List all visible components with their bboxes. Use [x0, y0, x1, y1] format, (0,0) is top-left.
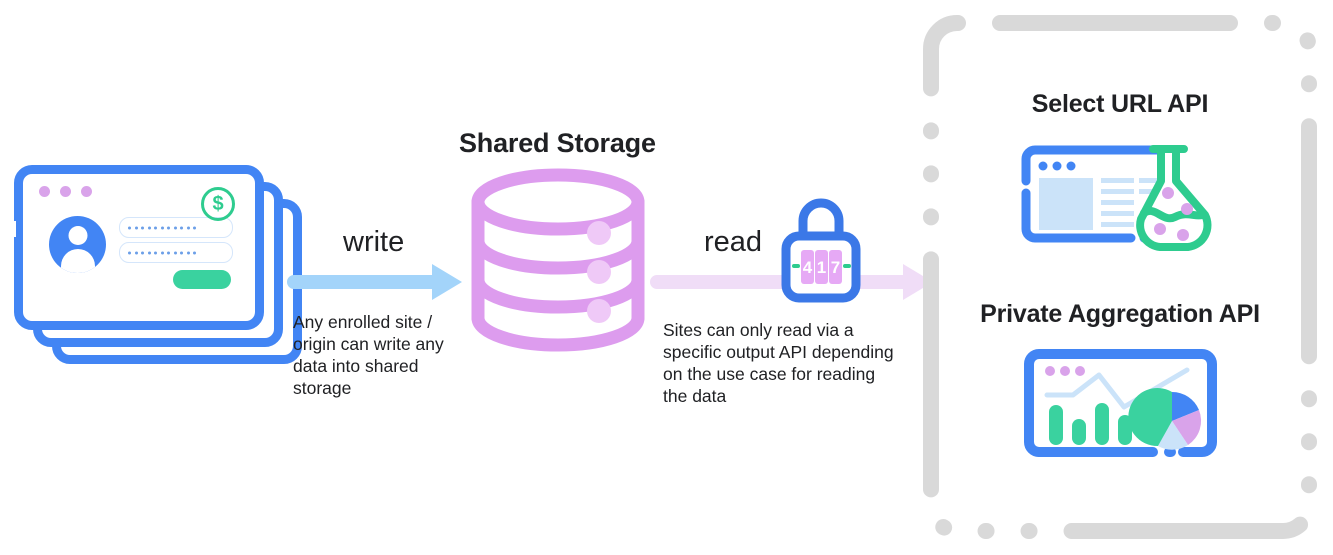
write-arrow — [286, 262, 464, 307]
field-dots — [128, 226, 196, 229]
padlock-icon: 4 1 7 — [776, 196, 866, 308]
svg-text:7: 7 — [831, 258, 840, 277]
traffic-dot-3 — [81, 186, 92, 197]
database-cylinder-icon — [468, 165, 648, 355]
field-dots — [128, 251, 196, 254]
select-url-api-title: Select URL API — [1031, 90, 1209, 118]
write-flow-caption: Any enrolled site / origin can write any… — [293, 312, 444, 398]
traffic-dot-2 — [60, 186, 71, 197]
window-edge-notch — [4, 221, 16, 237]
svg-text:4: 4 — [803, 258, 813, 277]
output-apis-panel: Select URL API — [920, 12, 1320, 542]
dollar-coin-icon: $ — [201, 187, 235, 221]
read-flow-caption: Sites can only read via a specific outpu… — [663, 320, 894, 406]
svg-text:1: 1 — [817, 258, 826, 277]
browser-window-with-flask-icon — [1013, 137, 1228, 252]
avatar-body — [60, 249, 95, 273]
browser-window-front: $ — [14, 165, 264, 330]
browser-window-with-charts-icon — [1023, 347, 1218, 469]
login-field-password — [119, 242, 233, 263]
api-card-select-url: Select URL API — [920, 90, 1320, 252]
login-field-username — [119, 217, 233, 238]
shared-storage-title: Shared Storage — [459, 128, 656, 158]
traffic-dot-1 — [39, 186, 50, 197]
user-avatar-icon — [49, 216, 106, 273]
submit-button — [173, 270, 231, 289]
write-flow-label: write — [343, 226, 405, 258]
read-flow-label: read — [704, 226, 763, 258]
enrolled-sites-browser-stack: $ — [4, 165, 314, 365]
window-traffic-dots — [39, 186, 92, 197]
api-card-private-aggregation: Private Aggregation API — [920, 300, 1320, 469]
private-aggregation-api-title: Private Aggregation API — [980, 300, 1260, 328]
avatar-head — [68, 226, 87, 245]
